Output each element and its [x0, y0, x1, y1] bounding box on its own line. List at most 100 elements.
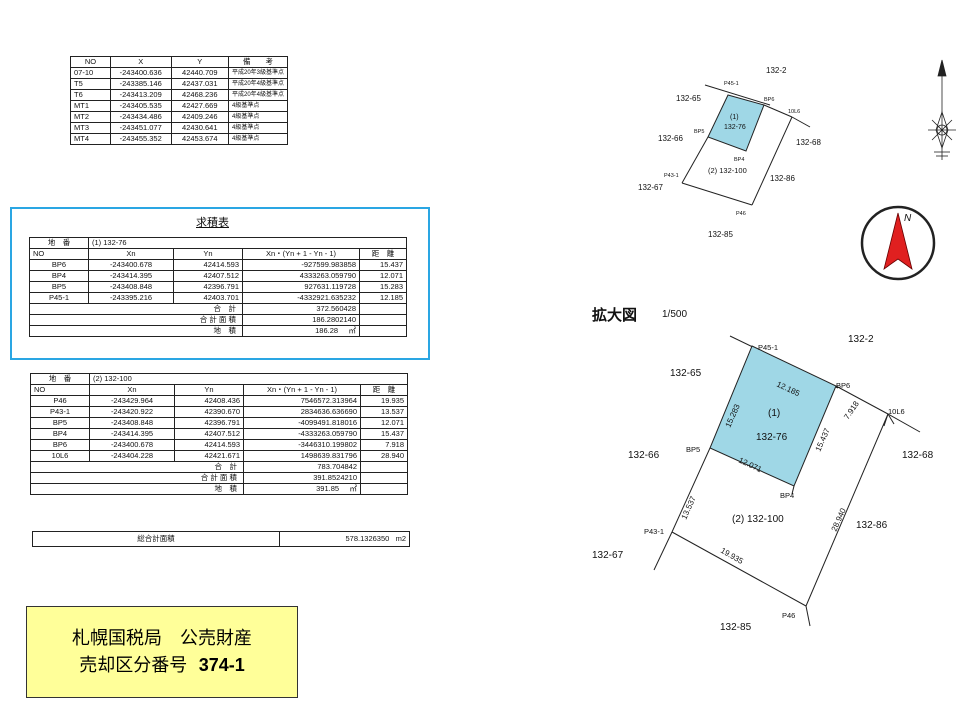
cell-formula: 2834636.636690	[243, 406, 361, 418]
point-label: BP4	[734, 157, 744, 163]
lot-label: 132-86	[770, 174, 795, 183]
point-label: 10L6	[788, 109, 800, 115]
boundary-line	[671, 531, 807, 607]
col-header-yn: Yn	[173, 248, 243, 260]
cell-yn: 42407.512	[174, 428, 244, 440]
cell-x: -243434.486	[109, 111, 172, 123]
cell-y: 42430.641	[170, 122, 229, 134]
boundary-line	[805, 605, 811, 627]
cell-no: 07-10	[70, 67, 111, 79]
cell-formula: 4333263.059790	[242, 270, 360, 282]
table-row: MT4 -243455.352 42453.674 4級基準点	[70, 133, 289, 145]
cell-yn: 42390.670	[174, 406, 244, 418]
point-label: P45-1	[724, 81, 739, 87]
table-row: 07-10 -243400.636 42440.709 平成20年3級基準点	[70, 67, 289, 79]
sale-number-value: 374-1	[198, 655, 245, 675]
location-map: 132-2 132-65 132-66 132-67 132-68 132-86…	[638, 66, 821, 239]
lot2-area-table: 地 番 (2) 132-100 NO Xn Yn Xn・(Yn + 1 - Yn…	[30, 373, 408, 495]
land-area-value-cell: 186.28 ㎡	[242, 325, 360, 337]
cell-xn: -243420.922	[89, 406, 175, 418]
point-label: BP4	[780, 491, 794, 500]
table-row: T5 -243385.146 42437.031 平成20年4級基準点	[70, 78, 289, 90]
area-row: 合 計 面 積 186.2802140	[29, 314, 407, 326]
sale-info-box: 札幌国税局 公売財産 売却区分番号 374-1	[26, 606, 298, 698]
lot1-label-small: 132-76	[724, 124, 746, 131]
total-label: 合 計	[30, 461, 244, 473]
col-header-x: X	[109, 56, 172, 68]
cell-no: BP4	[30, 428, 90, 440]
table-row: BP6 -243400.678 42414.593 -927599.983858…	[29, 259, 407, 271]
area-row: 合 計 面 積 391.8524210	[30, 472, 408, 484]
grand-total-value-cell: 578.1326350 m2	[279, 531, 410, 547]
cell-xn: -243400.678	[88, 259, 174, 271]
point-label: BP5	[686, 445, 700, 454]
cell-x: -243400.636	[109, 67, 172, 79]
land-area-row: 地 積 186.28 ㎡	[29, 325, 407, 337]
cell-formula: 927631.119728	[242, 281, 360, 293]
cell-no: BP5	[29, 281, 89, 293]
table-header-row: NO Xn Yn Xn・(Yn + 1 - Yn - 1) 距 離	[29, 248, 407, 260]
lot-label: 132-2	[848, 334, 874, 345]
cell-y: 42468.236	[170, 89, 229, 101]
cell-note: 4級基準点	[227, 133, 289, 145]
cell-yn: 42407.512	[173, 270, 243, 282]
table-row: MT3 -243451.077 42430.641 4級基準点	[70, 122, 289, 134]
boundary-line	[751, 116, 793, 206]
lot-label: 132-68	[902, 450, 934, 461]
cell-distance: 12.185	[359, 292, 407, 304]
cell-xn: -243408.848	[88, 281, 174, 293]
table-row: BP4 -243414.395 42407.512 -4333263.05979…	[30, 428, 408, 440]
land-area-label: 地 積	[29, 325, 243, 337]
land-area-value: 391.85	[316, 484, 340, 493]
cell-no: MT3	[70, 122, 111, 134]
cell-y: 42427.669	[170, 100, 229, 112]
cell-xn: -243404.228	[89, 450, 175, 462]
cell-xn: -243414.395	[89, 428, 175, 440]
lot1-parcel-small	[707, 94, 765, 152]
cell-x: -243455.352	[109, 133, 172, 145]
land-area-row: 地 積 391.85 ㎡	[30, 483, 408, 495]
cell-y: 42453.674	[170, 133, 229, 145]
point-label: BP6	[836, 381, 850, 390]
cell-note: 平成20年3級基準点	[227, 67, 289, 79]
cell-y: 42440.709	[170, 67, 229, 79]
area-value: 186.2802140	[242, 314, 360, 326]
cell-no: MT4	[70, 133, 111, 145]
lot-label: 132-85	[708, 230, 733, 239]
cell-distance: 15.283	[359, 281, 407, 293]
boundary-line	[835, 385, 889, 415]
col-header-no: NO	[70, 56, 111, 68]
point-label: P46	[736, 211, 746, 217]
cell-yn: 42403.701	[173, 292, 243, 304]
lot-label: 132-67	[638, 183, 663, 192]
point-tick	[883, 413, 889, 427]
col-header-formula: Xn・(Yn + 1 - Yn - 1)	[243, 384, 361, 396]
sale-info-line1: 札幌国税局 公売財産	[72, 628, 252, 649]
lot1-area-table: 地 番 (1) 132-76 NO Xn Yn Xn・(Yn + 1 - Yn …	[29, 237, 407, 337]
table-row: T6 -243413.209 42468.236 平成20年4級基準点	[70, 89, 289, 101]
boundary-line	[681, 182, 753, 206]
cell-yn: 42396.791	[174, 417, 244, 429]
col-header-y: Y	[170, 56, 229, 68]
col-header-no: NO	[30, 384, 90, 396]
lot-header-row: 地 番 (1) 132-76	[29, 237, 407, 249]
cell-distance: 7.918	[360, 439, 408, 451]
area-label: 合 計 面 積	[30, 472, 244, 484]
point-tick	[887, 413, 895, 425]
lot2-label-small: (2) 132-100	[708, 166, 747, 175]
enlarged-plot-map: 132-2 132-65 132-66 132-67 132-68 132-86…	[592, 334, 934, 633]
cell-no: BP5	[30, 417, 90, 429]
total-value: 372.560428	[242, 303, 360, 315]
col-header-formula: Xn・(Yn + 1 - Yn - 1)	[242, 248, 360, 260]
lot-label: 地 番	[30, 373, 90, 385]
area-value: 391.8524210	[243, 472, 361, 484]
boundary-line	[763, 104, 793, 118]
lot-label: 132-68	[796, 138, 821, 147]
cell-yn: 42408.436	[174, 395, 244, 407]
table-row: BP5 -243408.848 42396.791 927631.119728 …	[29, 281, 407, 293]
point-label: P43-1	[664, 173, 679, 179]
cell-yn: 42396.791	[173, 281, 243, 293]
lot-label: 地 番	[29, 237, 89, 249]
dimension-label: 19.935	[719, 546, 745, 566]
north-arrow-icon: N	[860, 205, 936, 281]
